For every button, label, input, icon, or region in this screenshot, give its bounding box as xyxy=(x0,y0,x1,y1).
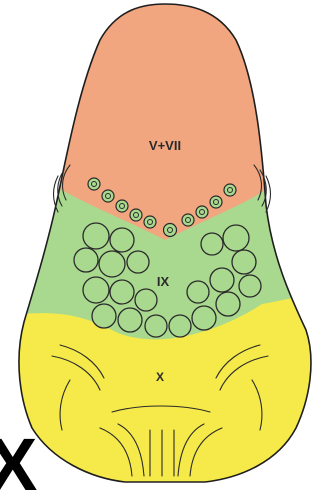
anterior-region xyxy=(0,0,322,240)
anterior-label: V+VII xyxy=(149,138,181,153)
posterior-label: IX xyxy=(157,274,170,289)
panel-letter: X xyxy=(0,423,37,495)
root-label: X xyxy=(156,370,164,384)
